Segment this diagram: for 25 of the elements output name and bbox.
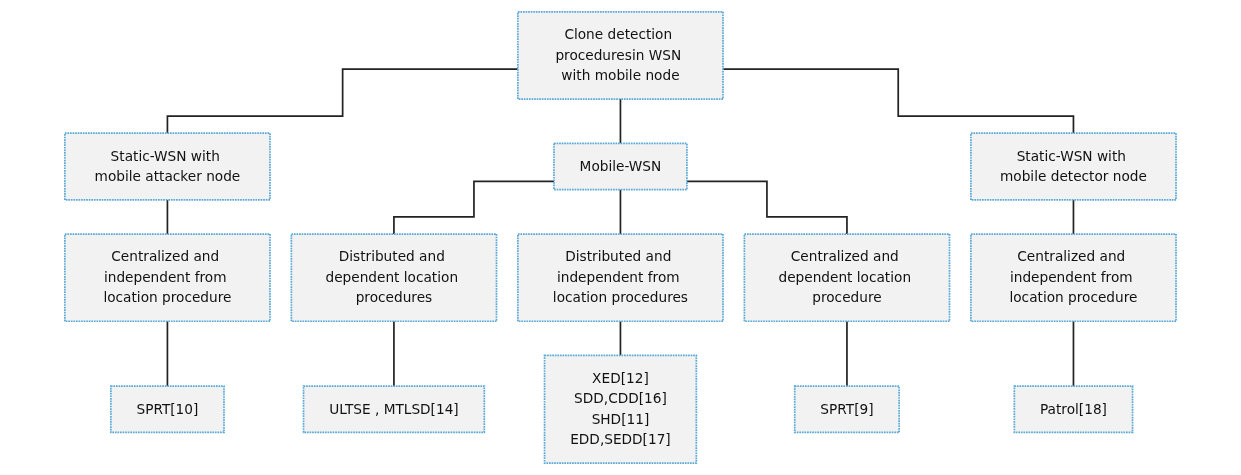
node-box: Static-WSN with mobile detector node <box>970 132 1177 201</box>
node-box: XED[12] SDD,CDD[16] SHD[11] EDD,SEDD[17] <box>543 354 698 464</box>
node-box: Mobile-WSN <box>553 142 688 191</box>
node-box: Centralized and independent from location procedure <box>970 233 1177 323</box>
node-box: Centralized and dependent location procedure <box>743 233 951 323</box>
node-box: Centralized and independent from location procedure <box>64 233 271 323</box>
connector <box>166 199 169 235</box>
node-box: Distributed and independent from location procedures <box>517 233 724 323</box>
node-box: ULTSE , MTLSD[14] <box>302 385 486 434</box>
connector <box>686 180 848 235</box>
connector <box>619 98 622 145</box>
node-box: Patrol[18] <box>1013 385 1134 434</box>
connector <box>393 320 395 388</box>
node-box: SPRT[10] <box>110 385 225 434</box>
connector <box>619 320 622 357</box>
node-box: Clone detection proceduresin WSN with mobile node <box>517 11 724 100</box>
connector <box>1072 199 1075 235</box>
connector <box>846 320 848 388</box>
connector <box>1072 320 1075 388</box>
connector <box>619 188 622 235</box>
node-box: SPRT[9] <box>793 385 901 434</box>
connector <box>393 180 555 235</box>
node-box: Distributed and dependent location procedures <box>290 233 498 323</box>
connector <box>166 320 169 388</box>
node-box: Static-WSN with mobile attacker node <box>64 132 271 201</box>
